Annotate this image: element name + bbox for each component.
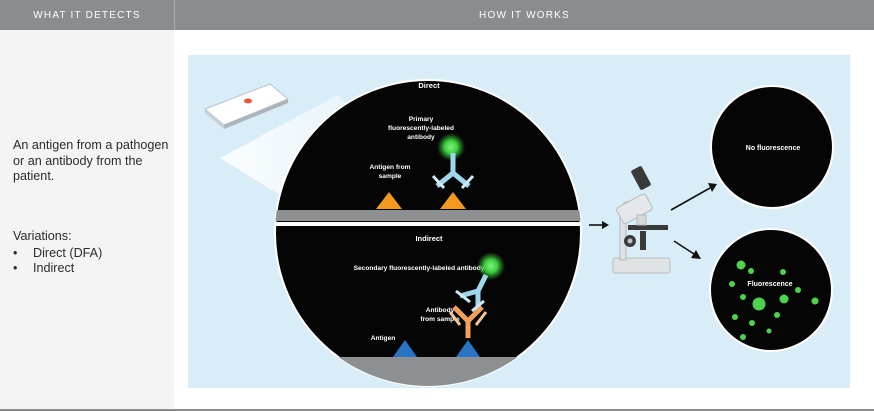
detects-description: An antigen from a pathogen or an antibod…	[13, 138, 169, 183]
antibody-from-sample-label: Antibody	[426, 307, 455, 314]
antigen-triangle-icon	[440, 192, 466, 209]
primary-antibody-icon	[431, 133, 475, 190]
microscope-icon	[612, 166, 671, 274]
bottom-divider	[0, 409, 874, 411]
bullet-icon: •	[13, 261, 18, 275]
sample-antibody-icon	[448, 305, 488, 338]
fluorescence-label: Fluorescence	[747, 281, 792, 288]
positive-result-circle: Fluorescence	[709, 228, 833, 352]
dfa-diagram: Direct Primary fluorescently-labeled ant…	[188, 55, 850, 388]
arrow-down-right-icon	[673, 240, 701, 259]
variation-item: • Direct (DFA)	[13, 246, 102, 260]
primary-antibody-label: fluorescently-labeled	[388, 125, 454, 132]
direct-title: Direct	[418, 81, 440, 90]
variation-label: Indirect	[33, 261, 75, 275]
primary-antibody-label: antibody	[407, 134, 435, 141]
tab-how-it-works: HOW IT WORKS	[175, 0, 874, 30]
primary-antibody-label: Primary	[409, 116, 434, 123]
secondary-antibody-icon	[455, 252, 505, 313]
arrow-up-right-icon	[670, 183, 717, 211]
variation-label: Direct (DFA)	[33, 246, 103, 260]
no-fluorescence-label: No fluorescence	[746, 145, 801, 152]
antigen-from-sample-label: Antigen from	[369, 164, 410, 171]
what-it-detects-panel	[0, 30, 174, 411]
antigen-triangle-icon	[376, 192, 402, 209]
antigen-label: Antigen	[371, 335, 396, 342]
antigen-from-sample-label: sample	[379, 173, 402, 180]
negative-result-circle: No fluorescence	[710, 85, 834, 209]
secondary-antibody-label: Secondary fluorescently-labeled antibody	[354, 265, 485, 272]
antigen-triangle-icon	[393, 340, 417, 357]
variation-item: • Indirect	[13, 261, 74, 275]
variations-title: Variations:	[13, 229, 72, 243]
arrow-right-icon	[589, 221, 609, 229]
antigen-triangle-icon	[456, 340, 480, 357]
antibody-from-sample-label: from sample	[420, 316, 460, 323]
indirect-title: Indirect	[415, 234, 443, 243]
tab-what-it-detects: WHAT IT DETECTS	[0, 0, 175, 30]
bullet-icon: •	[13, 246, 18, 260]
fluorescence-dots	[729, 260, 819, 340]
